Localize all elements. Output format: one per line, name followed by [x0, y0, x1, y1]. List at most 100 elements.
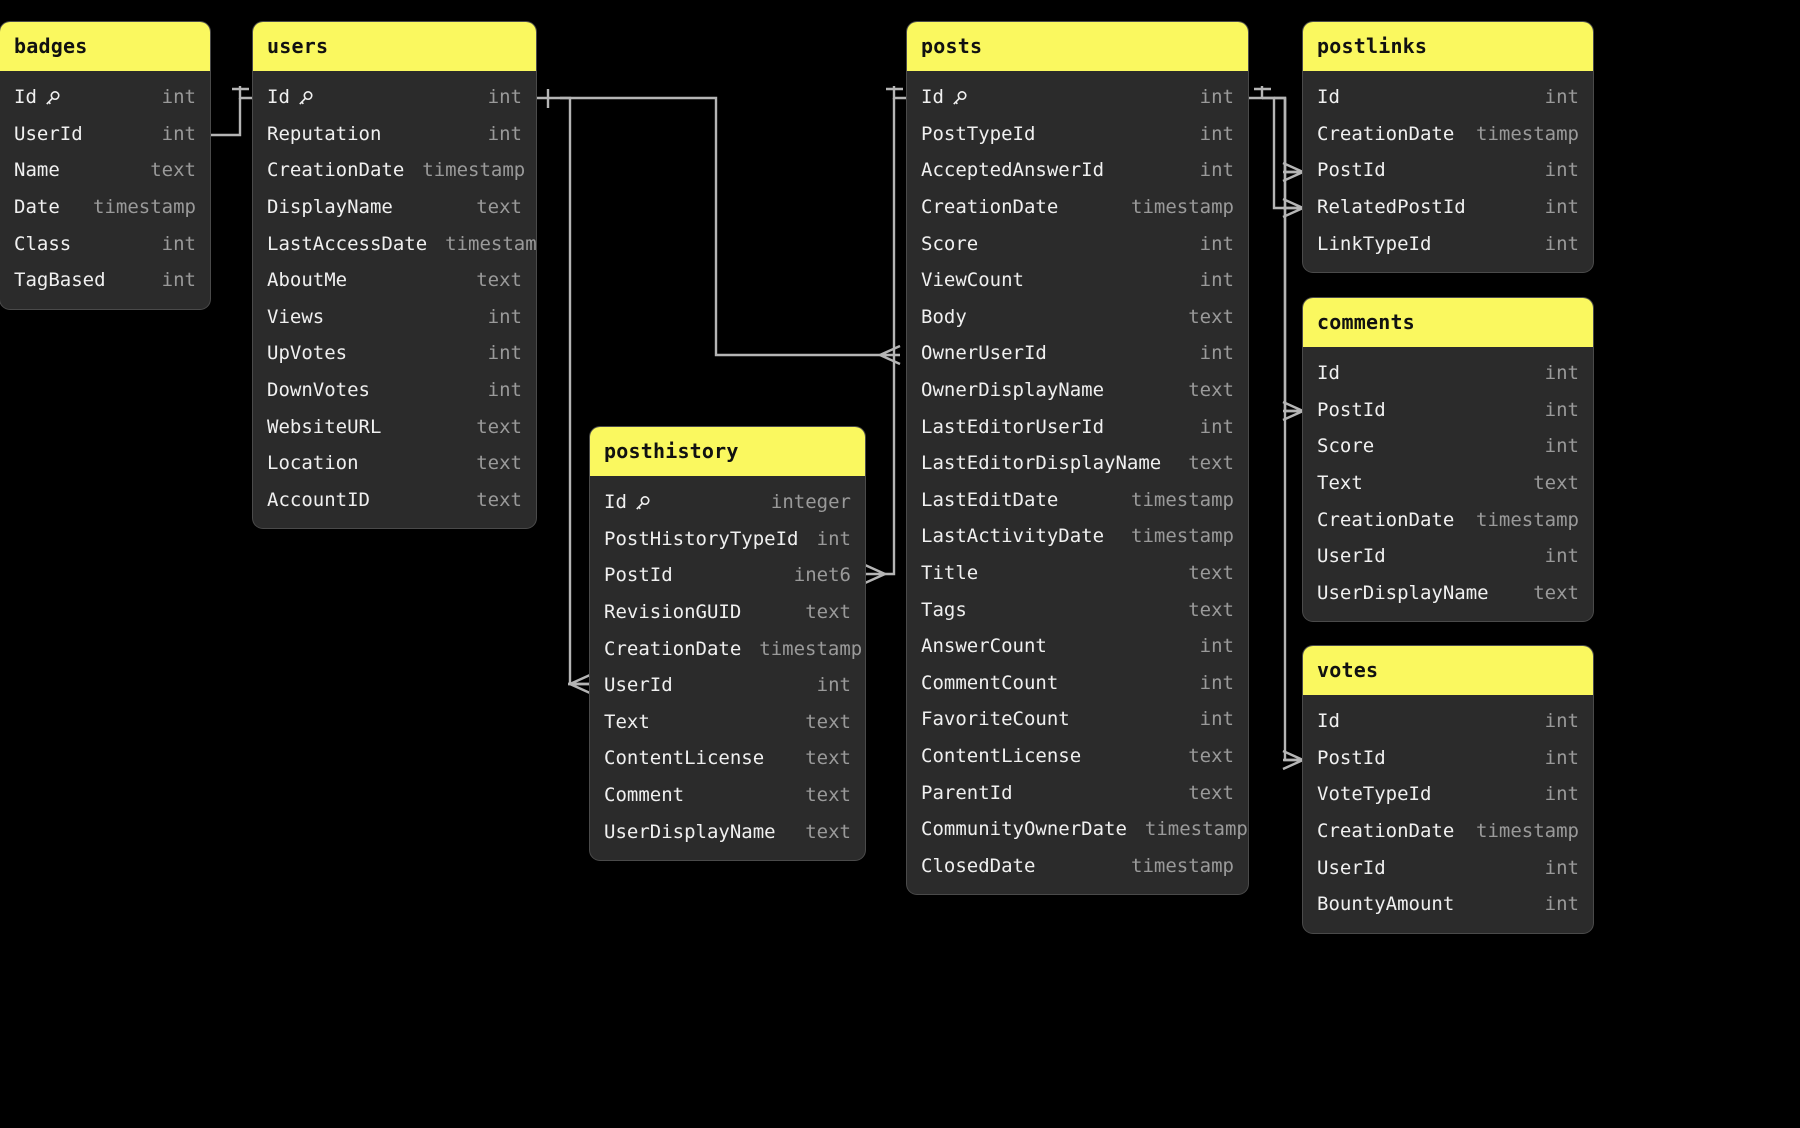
link-posts-votes-postid [1282, 98, 1304, 771]
field-type: int [1544, 86, 1579, 109]
field-name-label: Text [1317, 472, 1363, 495]
field-type: timestamp [1476, 820, 1579, 843]
field-type: text [1188, 562, 1234, 585]
field-name-label: PostId [1317, 746, 1386, 769]
field-name: CommunityOwnerDate [921, 818, 1127, 840]
field-type: text [805, 784, 851, 807]
field-name: OwnerUserId [921, 342, 1047, 364]
field-name-label: UserId [1317, 856, 1386, 879]
field-name: VoteTypeId [1317, 783, 1431, 805]
field-name: Text [604, 711, 650, 733]
field-name: Body [921, 306, 967, 328]
field-row[interactable]: Text text [1303, 465, 1593, 502]
table-title-posthistory: posthistory [590, 427, 865, 476]
field-type: int [487, 342, 522, 365]
field-name: OwnerDisplayName [921, 379, 1104, 401]
field-type: inet6 [793, 564, 851, 587]
table-title-posts: posts [907, 22, 1248, 71]
field-type: text [1188, 744, 1234, 767]
field-type: text [805, 601, 851, 624]
field-type: int [1199, 159, 1234, 182]
field-name: FavoriteCount [921, 708, 1070, 730]
field-row[interactable]: LastAccessDatetimestamp [253, 225, 536, 262]
field-type: int [161, 122, 196, 145]
field-type: text [1533, 472, 1579, 495]
